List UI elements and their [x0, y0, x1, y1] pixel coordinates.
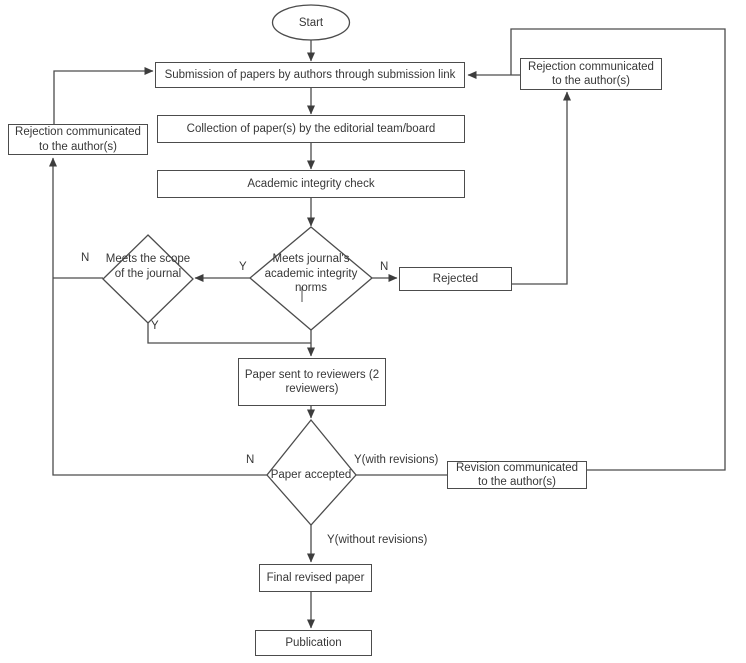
rejected-box: Rejected [399, 267, 512, 291]
rejection-left-box: Rejection communicated to the author(s) [8, 124, 148, 155]
integrity-check-box: Academic integrity check [157, 170, 465, 198]
connector-rejection-left-to-submission [53, 67, 154, 124]
scope-decision-label: Meets the scope of the journal [105, 253, 191, 280]
collection-box: Collection of paper(s) by the editorial … [157, 115, 465, 143]
start-node-label: Start [298, 17, 324, 29]
edge-label-accepted-with-revisions: Y(with revisions) [354, 454, 439, 466]
connector-accepted-no-rail [49, 157, 267, 476]
edge-label-accepted-no: N [246, 454, 255, 466]
reviewers-box: Paper sent to reviewers (2 reviewers) [238, 358, 386, 406]
accepted-decision-label: Paper accepted [270, 469, 352, 481]
rejection-right-box: Rejection communicated to the author(s) [520, 58, 662, 90]
edge-label-accepted-without-revisions: Y(without revisions) [327, 534, 428, 546]
edge-label-scope-yes: Y [151, 320, 159, 332]
integrity-decision-label: Meets journal's academic integrity norms [264, 253, 358, 295]
connector-rejected-to-rejection-right [512, 91, 571, 285]
edge-label-scope-no: N [81, 252, 90, 264]
submission-box: Submission of papers by authors through … [155, 62, 465, 88]
final-paper-box: Final revised paper [259, 564, 372, 592]
revision-box: Revision communicated to the author(s) [447, 461, 587, 489]
edge-label-integrity-yes: Y [239, 261, 247, 273]
publication-box: Publication [255, 630, 372, 656]
connector-revision-feedback-rail [510, 28, 726, 471]
connector-scope-yes [147, 323, 311, 344]
edge-label-integrity-no: N [380, 261, 389, 273]
